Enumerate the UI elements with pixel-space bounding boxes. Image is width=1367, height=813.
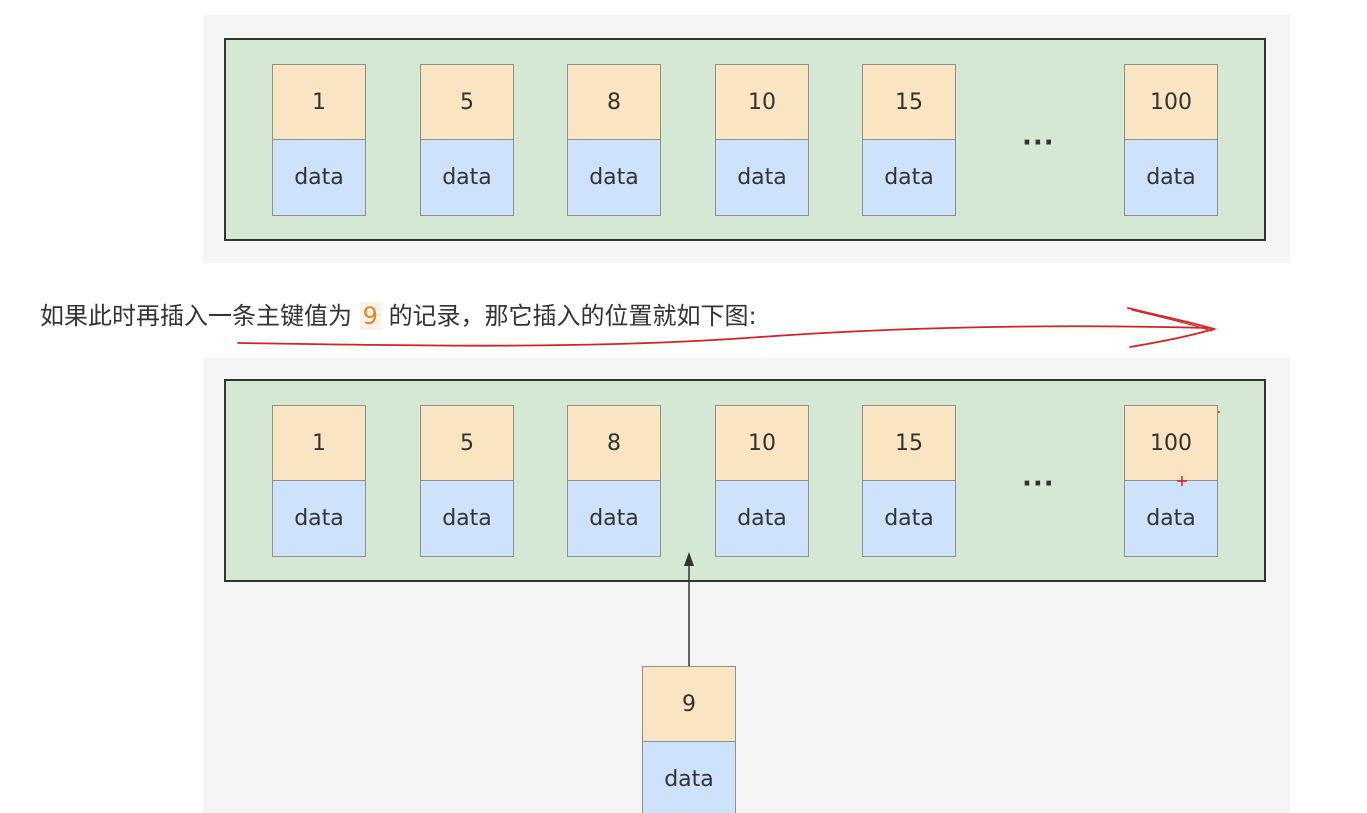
record-value: data xyxy=(1124,139,1218,216)
record-key: 10 xyxy=(715,64,809,140)
record-value: data xyxy=(420,139,514,216)
record-value: data xyxy=(715,139,809,216)
record-value: data xyxy=(272,139,366,216)
record-key: 10 xyxy=(715,405,809,481)
record-value: data xyxy=(567,139,661,216)
red-arrowhead-stroke xyxy=(1127,307,1218,348)
record-top-5: 5 data xyxy=(420,64,514,217)
record-top-1: 1 data xyxy=(272,64,366,217)
record-key: 8 xyxy=(567,64,661,140)
record-key: 1 xyxy=(272,64,366,140)
record-value: data xyxy=(862,139,956,216)
record-value: data xyxy=(272,480,366,557)
record-key: 5 xyxy=(420,64,514,140)
record-top-15: 15 data xyxy=(862,64,956,217)
record-top-100: 100 data xyxy=(1124,64,1218,217)
record-top-10: 10 data xyxy=(715,64,809,217)
record-value: data xyxy=(1124,480,1218,557)
record-bottom-8: 8 data xyxy=(567,405,661,558)
record-bottom-10: 10 data xyxy=(715,405,809,558)
record-key: 8 xyxy=(567,405,661,481)
record-bottom-100: 100 data xyxy=(1124,405,1218,558)
new-record-9: 9 data xyxy=(642,666,736,813)
record-value: data xyxy=(642,741,736,813)
ellipsis-bottom: ··· xyxy=(1022,469,1055,499)
record-bottom-1: 1 data xyxy=(272,405,366,558)
caption-highlight-value: 9 xyxy=(359,302,381,330)
record-value: data xyxy=(420,480,514,557)
record-key: 100 xyxy=(1124,64,1218,140)
record-key: 15 xyxy=(862,405,956,481)
caption: 如果此时再插入一条主键值为 9 的记录，那它插入的位置就如下图: xyxy=(40,296,757,331)
record-bottom-15: 15 data xyxy=(862,405,956,558)
record-key: 9 xyxy=(642,666,736,742)
record-value: data xyxy=(862,480,956,557)
record-key: 15 xyxy=(862,64,956,140)
record-key: 1 xyxy=(272,405,366,481)
caption-after: 的记录，那它插入的位置就如下图: xyxy=(388,302,757,330)
record-value: data xyxy=(567,480,661,557)
record-key: 100 xyxy=(1124,405,1218,481)
record-value: data xyxy=(715,480,809,557)
record-top-8: 8 data xyxy=(567,64,661,217)
record-key: 5 xyxy=(420,405,514,481)
caption-before: 如果此时再插入一条主键值为 xyxy=(40,302,352,330)
record-bottom-5: 5 data xyxy=(420,405,514,558)
ellipsis-top: ··· xyxy=(1022,128,1055,158)
red-arrowhead-stroke-2 xyxy=(1131,309,1213,332)
